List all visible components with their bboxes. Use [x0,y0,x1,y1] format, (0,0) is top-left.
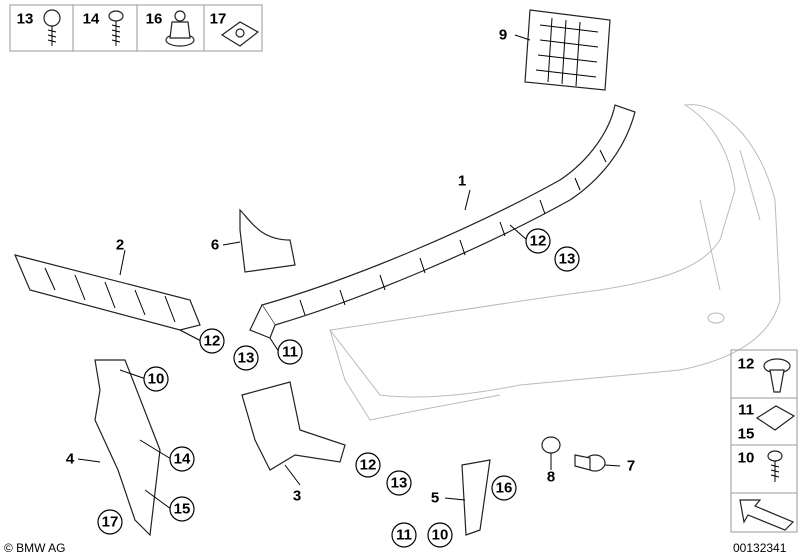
vent-grille-part-9 [524,9,611,91]
callout: 11 [396,527,412,544]
callout-circles [97,228,580,548]
clip-nut-icon [220,21,260,47]
ring-part-8 [541,436,561,454]
callout: 10 [432,527,449,544]
callout: 13 [238,350,255,367]
bumper-outline [329,104,781,421]
hex-screw-icon [43,9,61,46]
callout: 15 [174,501,191,518]
legend-15: 15 [738,426,755,443]
legend-right [730,349,798,533]
bumper-carrier-part-1 [249,104,636,339]
callout: 17 [102,514,119,531]
callout: 11 [282,344,298,361]
callout: 12 [360,457,377,474]
legend-14: 14 [83,11,100,28]
part-label-1: 1 [458,173,466,190]
part-label-4: 4 [66,451,75,468]
callout: 13 [559,251,576,268]
direction-arrow-icon [739,499,795,531]
callout: 14 [174,451,191,468]
leader-lines [77,34,621,510]
part-label-2: 2 [116,237,124,254]
part-label-6: 6 [211,237,219,254]
screw-icon [767,450,783,482]
bracket-part-5 [461,459,491,536]
diagram-number: 00132341 [733,541,787,555]
bracket-part-4 [94,359,161,537]
callout: 12 [204,333,221,350]
bracket-part-3 [241,381,346,471]
callout: 13 [391,475,408,492]
legend-16: 16 [146,11,163,28]
legend-top [9,4,263,52]
callout: 12 [530,233,547,250]
part-label-9: 9 [499,27,507,44]
legend-17: 17 [210,11,227,28]
callout: 16 [496,480,513,497]
part-label-5: 5 [431,490,439,507]
legend-13: 13 [17,11,34,28]
sensor-part-7 [574,454,606,472]
part-label-7: 7 [627,458,635,475]
cap-nut-icon [165,10,195,47]
trim-part-6 [239,208,296,273]
legend-12: 12 [738,356,755,373]
copyright: © BMW AG [4,541,66,555]
part-label-8: 8 [547,469,555,486]
pan-head-screw-icon [108,10,124,46]
clip-nut-icon [755,405,796,431]
legend-11: 11 [738,402,754,419]
legend-10: 10 [738,450,755,467]
bracket-part-2 [13,254,201,331]
expanding-rivet-icon [763,358,791,393]
callout: 10 [148,371,165,388]
part-label-3: 3 [293,488,301,505]
